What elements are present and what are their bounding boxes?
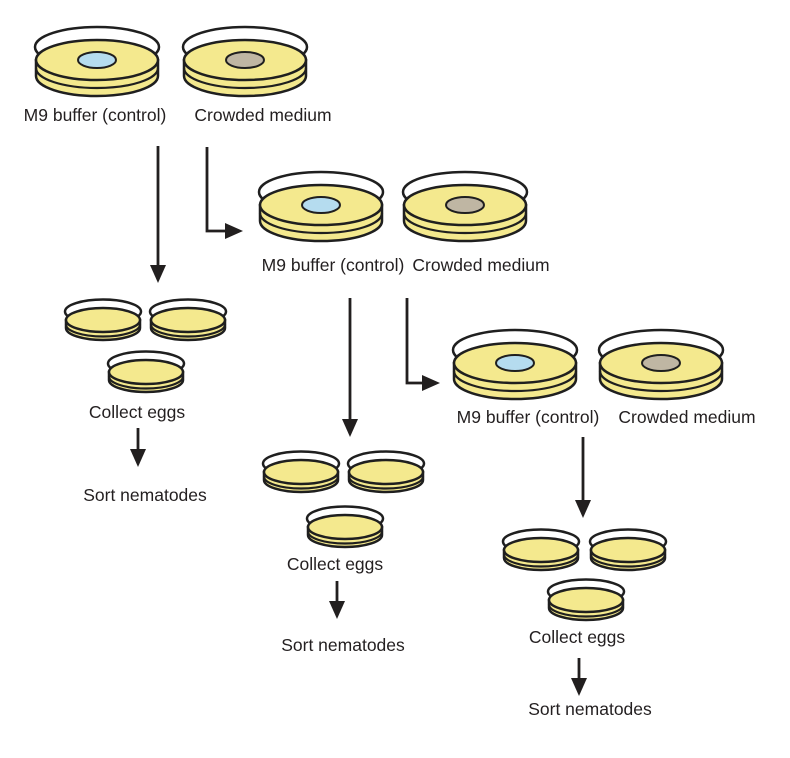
generation-2: M9 buffer (control) Crowded medium Colle…	[257, 170, 550, 655]
small-plate-icon	[305, 505, 385, 549]
collect-eggs-label: Collect eggs	[89, 402, 186, 422]
arrow-crowded-to-generation-3	[405, 298, 440, 391]
collect-eggs-label: Collect eggs	[287, 554, 384, 574]
small-plate-icon	[546, 578, 626, 622]
crowded-plate-label: Crowded medium	[618, 407, 755, 427]
collect-plates-group	[63, 298, 228, 394]
m9-plate-label: M9 buffer (control)	[457, 407, 600, 427]
generation-1: M9 buffer (control) Crowded medium Colle…	[24, 25, 332, 505]
m9-buffer-spot-icon	[301, 196, 341, 214]
crowded-plate-label: Crowded medium	[412, 255, 549, 275]
sort-nematodes-label: Sort nematodes	[83, 485, 207, 505]
arrow-crowded-to-generation-2	[205, 147, 243, 239]
small-plate-icon	[63, 298, 143, 342]
collect-plates-group	[501, 528, 668, 622]
collect-plates-group	[261, 450, 426, 549]
generation-3: M9 buffer (control) Crowded medium Colle…	[451, 328, 756, 719]
m9-buffer-spot-icon	[77, 51, 117, 69]
collect-eggs-label: Collect eggs	[529, 627, 626, 647]
small-plate-icon	[106, 350, 186, 394]
crowded-medium-spot-icon	[225, 51, 265, 69]
small-plate-icon	[346, 450, 426, 494]
m9-plate-label: M9 buffer (control)	[24, 105, 167, 125]
small-plate-icon	[501, 528, 581, 572]
m9-buffer-spot-icon	[495, 354, 535, 372]
crowded-medium-spot-icon	[445, 196, 485, 214]
m9-plate-label: M9 buffer (control)	[262, 255, 405, 275]
crowded-plate-label: Crowded medium	[194, 105, 331, 125]
sort-nematodes-label: Sort nematodes	[281, 635, 405, 655]
crowded-medium-spot-icon	[641, 354, 681, 372]
sort-nematodes-label: Sort nematodes	[528, 699, 652, 719]
small-plate-icon	[148, 298, 228, 342]
small-plate-icon	[261, 450, 341, 494]
small-plate-icon	[588, 528, 668, 572]
